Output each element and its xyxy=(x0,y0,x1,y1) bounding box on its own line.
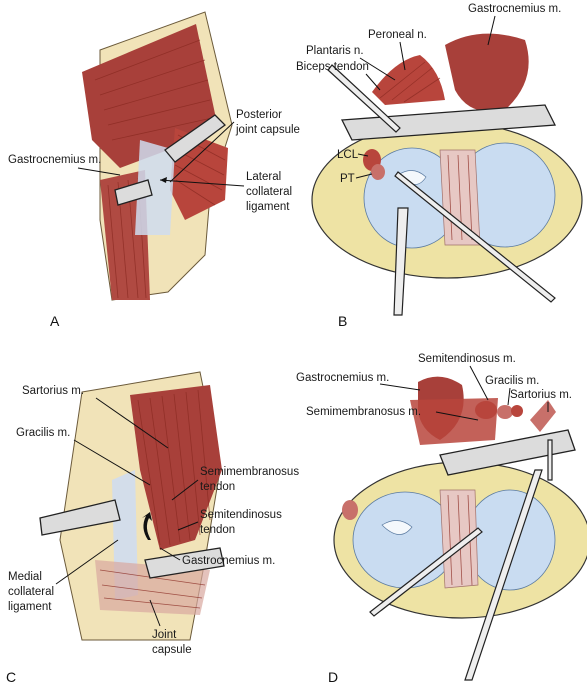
label-a-lcl-line1: Lateral xyxy=(246,171,281,183)
panel-b-probe xyxy=(394,171,556,303)
label-b-lcl: LCL xyxy=(337,149,359,161)
label-a-gastrocnemius: Gastrocnemius m. xyxy=(8,154,101,166)
panel-a-retractor-upper xyxy=(164,114,226,163)
label-c-semimem-line1: Semimembranosus xyxy=(200,466,299,478)
panel-b-biceps xyxy=(372,55,445,105)
panel-d-retractor-plate xyxy=(439,429,576,476)
label-c-joint-line1: Joint xyxy=(152,629,177,641)
panel-b-gastrocnemius xyxy=(445,33,529,112)
label-d-gracilis: Gracilis m. xyxy=(485,375,539,387)
label-a-lcl-line3: ligament xyxy=(246,201,290,213)
label-b-peroneal: Peroneal n. xyxy=(368,29,427,41)
label-c-joint-line2: capsule xyxy=(152,644,192,656)
label-b-biceps: Biceps tendon xyxy=(296,61,369,73)
label-c-mcl-line3: ligament xyxy=(8,601,52,613)
panel-c-illustration xyxy=(39,371,225,641)
label-c-gastrocnemius: Gastrocnemius m. xyxy=(182,555,275,567)
panel-letter-d: D xyxy=(328,669,338,685)
panel-a-ligament xyxy=(135,140,175,235)
panel-letter-b: B xyxy=(338,313,347,329)
label-c-mcl-line1: Medial xyxy=(8,571,42,583)
label-d-gastrocnemius: Gastrocnemius m. xyxy=(296,372,389,384)
label-a-posterior-line2: joint capsule xyxy=(235,124,300,136)
panel-a-labels: Posterior joint capsule Gastrocnemius m.… xyxy=(8,109,300,329)
label-c-gracilis: Gracilis m. xyxy=(16,427,70,439)
panel-b-illustration xyxy=(311,33,583,316)
label-d-semimembranosus: Semimembranosus m. xyxy=(306,406,421,418)
label-a-posterior-line1: Posterior xyxy=(236,109,282,121)
panel-d-probe-left xyxy=(369,527,483,617)
panel-b-labels: Gastrocnemius m. Peroneal n. Plantaris n… xyxy=(296,3,561,329)
label-c-semiten-line1: Semitendinosus xyxy=(200,509,282,521)
label-c-sartorius: Sartorius m. xyxy=(22,385,84,397)
panel-c-retractor-left xyxy=(39,499,121,536)
label-d-sartorius: Sartorius m. xyxy=(510,389,572,401)
label-c-semimem-line2: tendon xyxy=(200,481,235,493)
label-b-plantaris: Plantaris n. xyxy=(306,45,364,57)
panel-b-retractor-handle xyxy=(327,64,401,133)
label-b-gastrocnemius: Gastrocnemius m. xyxy=(468,3,561,15)
panel-a-illustration xyxy=(82,11,233,301)
label-c-mcl-line2: collateral xyxy=(8,586,54,598)
panel-c-retractor-right xyxy=(144,547,225,579)
label-c-semiten-line2: tendon xyxy=(200,524,235,536)
panel-b-cannula xyxy=(393,207,409,316)
panel-letter-c: C xyxy=(6,669,16,685)
label-a-lcl-line2: collateral xyxy=(246,186,292,198)
panel-letter-a: A xyxy=(50,313,60,329)
panel-d-illustration xyxy=(333,376,587,681)
panel-d-labels: Semitendinosus m. Gastrocnemius m. Graci… xyxy=(296,353,572,685)
panel-d-retractor-handle xyxy=(547,439,553,481)
label-d-semitendinosus: Semitendinosus m. xyxy=(418,353,516,365)
panel-a-retractor-lower xyxy=(114,179,153,206)
label-b-pt: PT xyxy=(340,173,355,185)
panel-d-probe-right xyxy=(464,469,543,681)
panel-c-labels: Sartorius m. Gracilis m. Semimembranosus… xyxy=(6,385,299,685)
panel-c-muscles xyxy=(130,385,222,550)
